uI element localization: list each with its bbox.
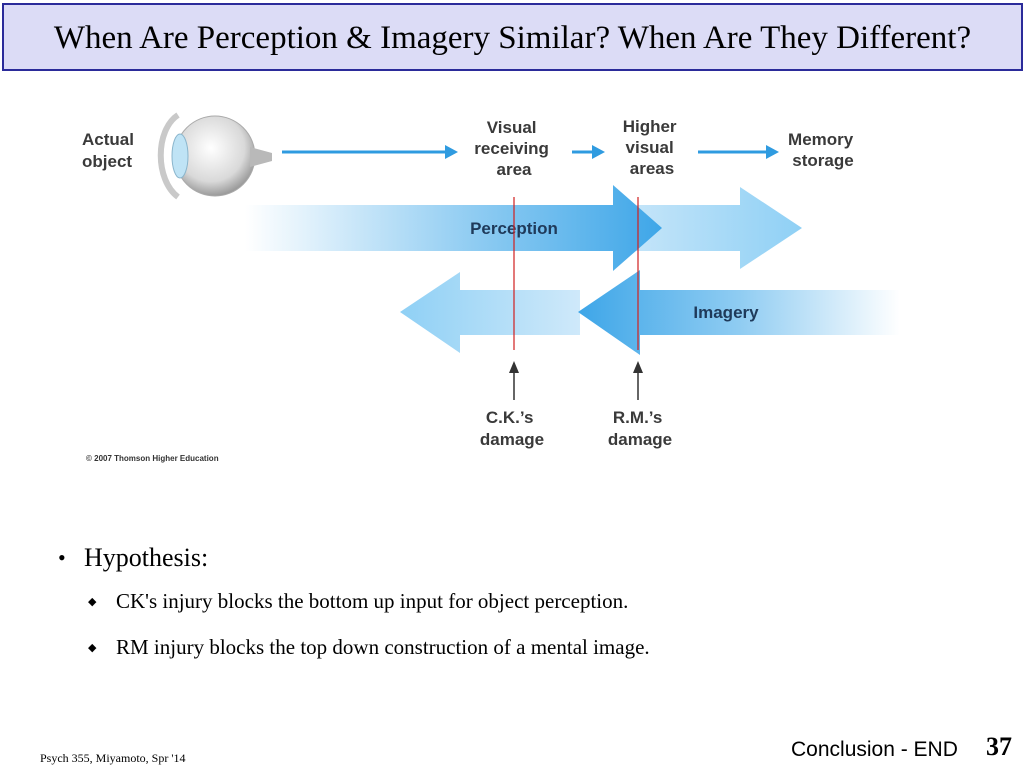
footer-section: Conclusion - END <box>791 738 958 761</box>
hypothesis-heading: Hypothesis: <box>84 543 209 572</box>
arrow-to-memory <box>698 145 779 159</box>
eye-icon <box>157 112 272 200</box>
hypothesis-item: ◆ CK's injury blocks the bottom up input… <box>58 578 958 624</box>
hypothesis-list: • Hypothesis: ◆ CK's injury blocks the b… <box>58 538 958 670</box>
copyright-text: © 2007 Thomson Higher Education <box>86 454 219 463</box>
hypothesis-item-text: RM injury blocks the top down constructi… <box>116 634 650 659</box>
rm-damage-label: R.M.’s damage <box>608 408 672 449</box>
hypothesis-item: ◆ RM injury blocks the top down construc… <box>58 624 958 670</box>
perception-band <box>245 185 802 271</box>
perception-imagery-diagram: Actual object Visual receiving area High… <box>60 95 920 475</box>
imagery-label: Imagery <box>693 303 759 322</box>
ck-damage-label: C.K.’s damage <box>480 408 544 449</box>
ck-damage-arrow <box>509 361 519 400</box>
diamond-bullet-icon: ◆ <box>88 641 97 654</box>
higher-visual-areas-label: Higher visual areas <box>623 117 682 178</box>
diamond-bullet-icon: ◆ <box>88 595 97 608</box>
arrow-to-visual-receiving <box>282 145 458 159</box>
slide-title: When Are Perception & Imagery Similar? W… <box>53 20 972 56</box>
memory-storage-label: Memory storage <box>788 130 858 170</box>
actual-object-label: Actual object <box>82 130 139 171</box>
rm-damage-arrow <box>633 361 643 400</box>
imagery-band <box>400 270 900 355</box>
hypothesis-heading-row: • Hypothesis: <box>58 538 958 578</box>
footer-course: Psych 355, Miyamoto, Spr '14 <box>40 751 186 765</box>
slide-title-bar: When Are Perception & Imagery Similar? W… <box>2 3 1023 71</box>
bullet-dot: • <box>58 545 66 570</box>
arrow-to-higher-visual <box>572 145 605 159</box>
visual-receiving-area-label: Visual receiving area <box>474 118 553 179</box>
page-number: 37 <box>986 732 1012 761</box>
hypothesis-item-text: CK's injury blocks the bottom up input f… <box>116 588 629 613</box>
diagram-svg: Actual object Visual receiving area High… <box>82 112 900 463</box>
